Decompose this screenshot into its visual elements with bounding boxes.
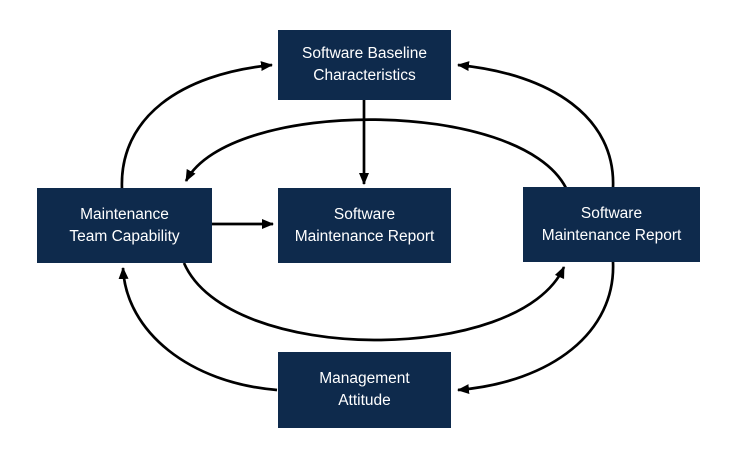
node-software-maintenance-report-center: Software Maintenance Report bbox=[278, 188, 451, 263]
edge-team-to-baseline bbox=[120, 61, 273, 190]
edge-right-report-to-team-inner bbox=[184, 118, 568, 189]
node-label-line: Characteristics bbox=[313, 67, 416, 84]
node-label-line: Maintenance Report bbox=[294, 227, 435, 245]
node-label-line: Team Capability bbox=[69, 227, 180, 245]
node-label-line: Software bbox=[580, 204, 643, 222]
node-label-line: Software bbox=[333, 205, 396, 223]
node-software-maintenance-report-right: Software Maintenance Report bbox=[523, 187, 700, 262]
edge-right-report-to-baseline bbox=[457, 61, 615, 189]
edge-attitude-to-team bbox=[118, 267, 278, 392]
node-label-line: Maintenance Report bbox=[541, 226, 682, 244]
node-maintenance-team-capability: Maintenance Team Capability bbox=[37, 188, 212, 263]
node-software-baseline-characteristics: Software Baseline Characteristics bbox=[278, 30, 451, 100]
node-label-line: Management bbox=[319, 370, 410, 387]
edge-right-report-to-attitude bbox=[457, 261, 615, 395]
node-label-line: Maintenance bbox=[80, 205, 169, 223]
node-label-line: Attitude bbox=[338, 392, 391, 409]
node-management-attitude: Management Attitude bbox=[278, 352, 451, 428]
node-label-line: Software Baseline bbox=[302, 45, 427, 62]
edge-team-to-right-report-inner bbox=[182, 262, 566, 342]
